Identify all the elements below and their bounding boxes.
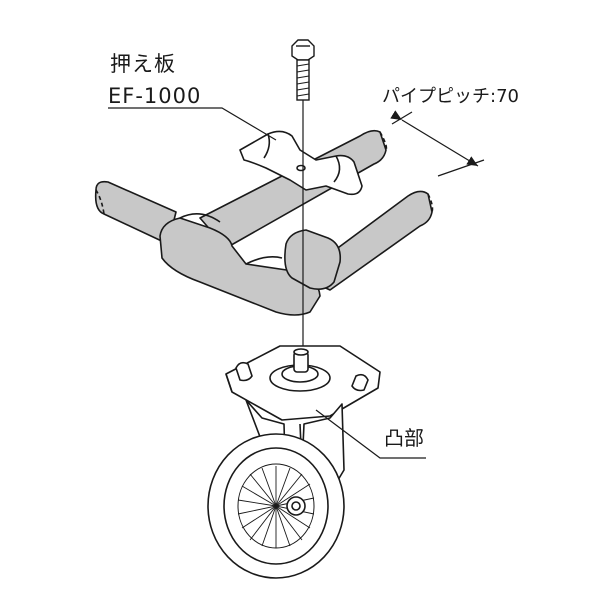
- pressure-plate: [239, 130, 363, 196]
- wheel-spokes: [237, 466, 315, 548]
- pitch-dimension-line: [390, 110, 479, 167]
- leader-lines: [108, 107, 426, 459]
- pipe-pitch-label: パイプピッチ:70: [382, 86, 519, 107]
- pitch-dimension: [390, 110, 485, 177]
- pressure-plate-model-label: EF-1000: [108, 84, 202, 108]
- caster-top-plate: [225, 345, 381, 421]
- pressure-plate-label: 押え板: [110, 52, 176, 76]
- boss-label: 凸部: [384, 426, 424, 450]
- bolt: [291, 39, 315, 101]
- caster-wheel: [207, 433, 345, 579]
- plate-leader: [108, 107, 277, 141]
- boss-leader: [315, 409, 426, 459]
- cross-joint: [284, 229, 342, 290]
